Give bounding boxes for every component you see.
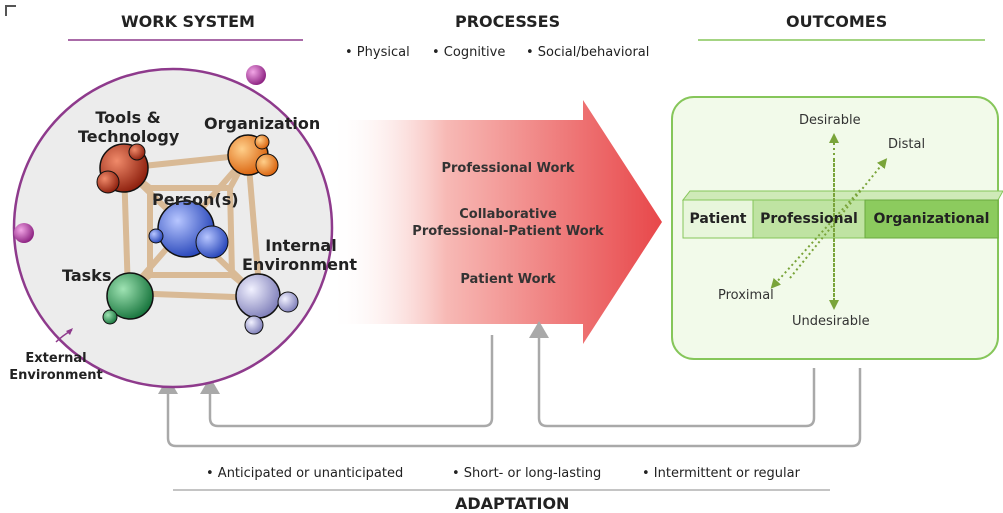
process-patient-work: Patient Work	[460, 272, 556, 287]
outcome-level-professional: Professional	[760, 211, 858, 227]
arrowhead-2	[200, 377, 220, 394]
adaptation-duration: • Short- or long-lasting	[452, 466, 602, 481]
outcome-desirable: Desirable	[799, 113, 861, 128]
adaptation-anticipated: • Anticipated or unanticipated	[206, 466, 404, 481]
heading-work-system: WORK SYSTEM	[121, 12, 255, 31]
outcome-proximal: Proximal	[718, 288, 774, 303]
process-type-cognitive: • Cognitive	[432, 45, 506, 60]
corner-mark-icon	[5, 5, 16, 16]
node-internal-environment	[235, 273, 299, 335]
feedback-loop-processes	[208, 335, 494, 428]
external-sphere-left	[14, 223, 34, 243]
process-collaborative-work: Collaborative Professional-Patient Work	[412, 207, 604, 239]
label-persons: Person(s)	[152, 190, 239, 209]
process-type-social: • Social/behavioral	[526, 45, 650, 60]
label-tools-technology: Tools & Technology	[78, 108, 180, 146]
adaptation-frequency: • Intermittent or regular	[642, 466, 800, 481]
label-external-environment: External Environment	[9, 351, 103, 383]
feedback-lines	[166, 335, 862, 448]
process-professional-work: Professional Work	[441, 161, 575, 176]
outcome-level-organizational: Organizational	[873, 211, 990, 227]
arrowhead-3	[529, 321, 549, 338]
process-type-physical: • Physical	[345, 45, 410, 60]
outcome-distal: Distal	[888, 137, 926, 152]
heading-outcomes: OUTCOMES	[786, 12, 888, 31]
process-arrow	[330, 100, 662, 344]
heading-adaptation: ADAPTATION	[455, 494, 570, 513]
node-tools	[96, 143, 149, 194]
node-person	[148, 200, 229, 259]
external-sphere-top	[246, 65, 266, 85]
outcome-undesirable: Undesirable	[792, 314, 870, 329]
label-tasks: Tasks	[62, 266, 112, 285]
bar-top	[681, 190, 1003, 201]
node-tasks	[102, 272, 154, 325]
axis-proximal	[770, 189, 861, 289]
feedback-loop-outcomes-to-worksystem	[166, 368, 862, 448]
label-internal-environment: Internal Environment	[242, 236, 358, 274]
feedback-loop-outcomes-to-processes	[537, 336, 816, 428]
heading-processes: PROCESSES	[455, 12, 561, 31]
node-organization	[227, 134, 279, 177]
label-organization: Organization	[204, 114, 321, 133]
outcome-level-patient: Patient	[689, 211, 747, 227]
